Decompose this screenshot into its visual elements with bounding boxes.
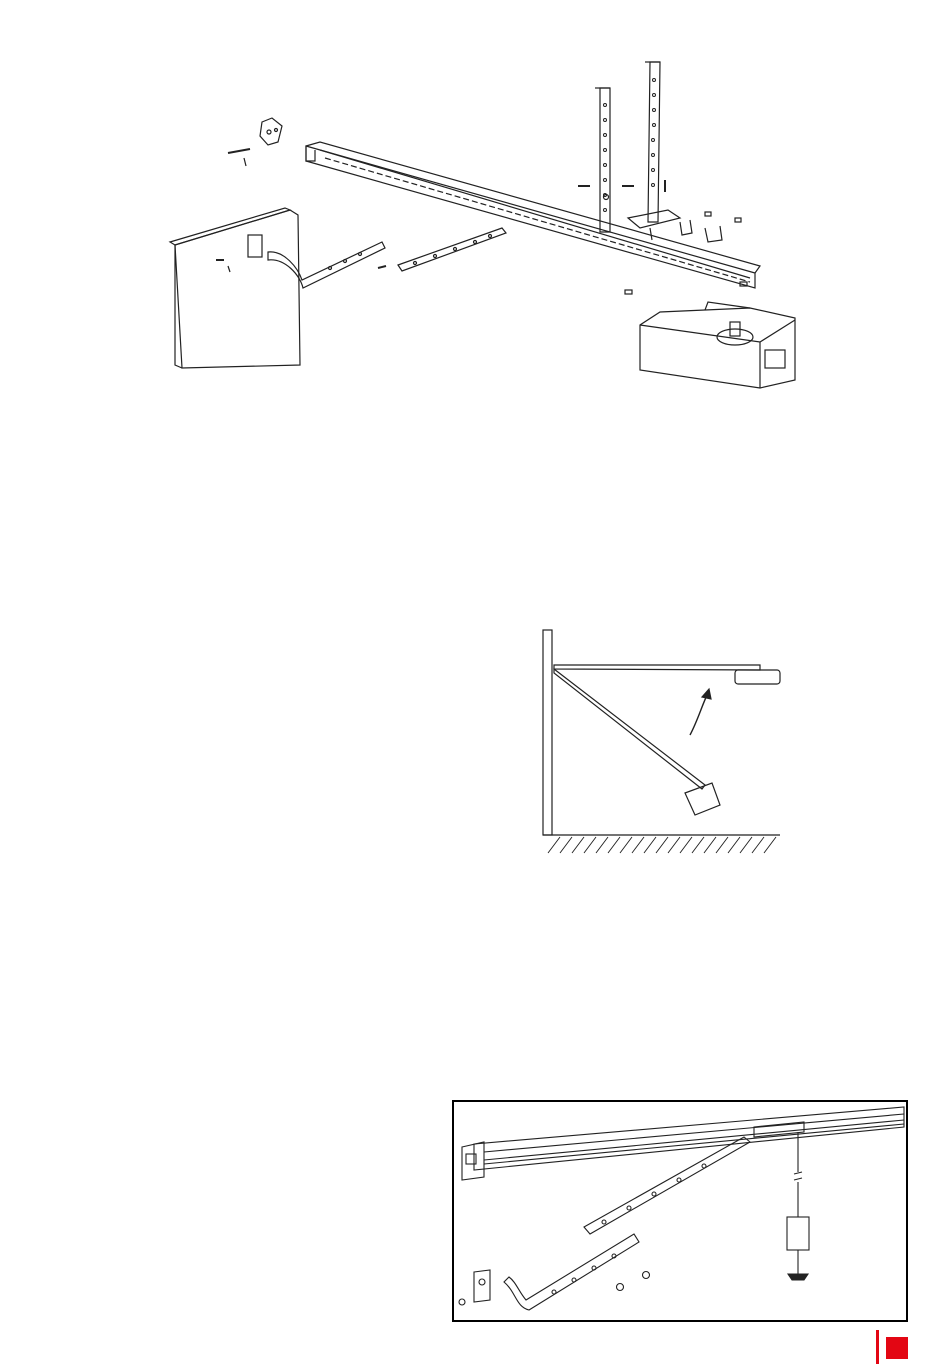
garage-opener-exploded-view-icon bbox=[160, 50, 810, 400]
manual-release-cord-icon bbox=[454, 1102, 906, 1320]
rail-raise-arrow-icon bbox=[530, 625, 785, 860]
page-marker-bar bbox=[876, 1330, 879, 1364]
page-corner-marker bbox=[876, 1330, 912, 1364]
exploded-assembly-figure bbox=[160, 50, 810, 400]
page-marker-square bbox=[886, 1337, 908, 1359]
release-cord-figure bbox=[452, 1100, 908, 1322]
rail-mounting-figure bbox=[530, 625, 785, 860]
